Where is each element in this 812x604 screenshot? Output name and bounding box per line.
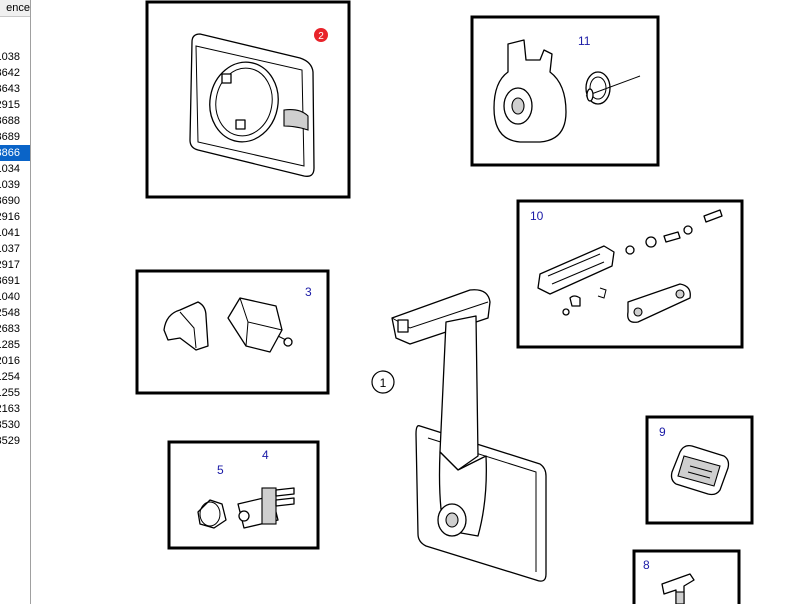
callout-label-4: 4 (262, 448, 269, 462)
reference-list-panel: ence 1038 3642 3643 2915 3688 3689 3866 … (0, 0, 31, 604)
list-item[interactable]: 2163 (0, 403, 20, 415)
faceplate-drawing (189, 33, 315, 177)
list-item[interactable]: 3691 (0, 275, 20, 287)
reference-column-header-label: ence (6, 2, 30, 14)
part-box-8[interactable]: 8 (632, 549, 741, 604)
list-item[interactable]: 1254 (0, 371, 20, 383)
list-item[interactable]: 1034 (0, 163, 20, 175)
list-item[interactable]: 3689 (0, 131, 20, 143)
list-item[interactable]: 2016 (0, 355, 20, 367)
callout-label-2: 2 (318, 31, 324, 42)
cover-drawing (493, 39, 641, 143)
callout-label-11: 11 (578, 34, 591, 48)
callout-label-5: 5 (217, 463, 224, 477)
callout-circle-1 (371, 370, 395, 394)
list-item[interactable]: 3688 (0, 115, 20, 127)
list-item[interactable]: 1255 (0, 387, 20, 399)
part-box-9[interactable]: 9 (645, 415, 754, 525)
callout-label-3: 3 (305, 285, 312, 299)
list-item[interactable]: 2915 (0, 99, 20, 111)
list-item[interactable]: 1039 (0, 179, 20, 191)
callout-label-1: 1 (380, 376, 387, 390)
part-box-11[interactable]: 11 (470, 15, 660, 167)
list-item[interactable]: 3690 (0, 195, 20, 207)
part-box-3[interactable]: 3 (135, 269, 330, 395)
list-item[interactable]: 3529 (0, 435, 20, 447)
callout-label-10: 10 (530, 209, 544, 223)
logo-badge-drawing (670, 444, 730, 496)
list-item[interactable]: 1038 (0, 51, 20, 63)
callout-label-9: 9 (659, 425, 666, 439)
reference-list: 1038 3642 3643 2915 3688 3689 3866 1034 … (0, 49, 30, 449)
list-item[interactable]: 2548 (0, 307, 20, 319)
list-item-selected[interactable]: 3866 (0, 145, 30, 161)
mounting-kit-drawing (537, 209, 723, 323)
list-item[interactable]: 3642 (0, 67, 20, 79)
list-item[interactable]: 2683 (0, 323, 20, 335)
push-button-drawing (197, 487, 295, 529)
callout-label-8: 8 (643, 558, 650, 572)
control-lever-drawing (391, 289, 547, 582)
list-item[interactable]: 2916 (0, 211, 20, 223)
list-item[interactable]: 1041 (0, 227, 20, 239)
list-item[interactable]: 1285 (0, 339, 20, 351)
list-item[interactable]: 2917 (0, 259, 20, 271)
bracket-drawing (661, 573, 695, 604)
part-box-10[interactable]: 10 (516, 199, 744, 349)
highlight-marker-2 (314, 28, 328, 42)
list-item[interactable]: 3643 (0, 83, 20, 95)
reference-column-header[interactable]: ence (0, 0, 30, 17)
part-box-4-5[interactable]: 5 4 (167, 440, 320, 550)
part-box-2[interactable]: 2 (145, 0, 351, 199)
part-1-control-lever[interactable]: 1 (371, 289, 547, 582)
switch-drawing (163, 297, 293, 353)
